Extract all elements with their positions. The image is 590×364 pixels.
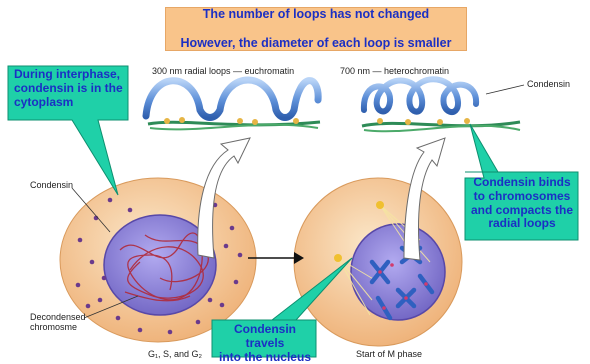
banner-line-2: However, the diameter of each loop is sm… (181, 36, 452, 50)
leader-condensin-right (486, 85, 524, 94)
label-condensin-right: Condensin (527, 79, 570, 89)
banner-line-1: The number of loops has not changed (181, 7, 452, 21)
scaffold-green-left-2 (150, 125, 318, 130)
label-condensin-left: Condensin (30, 180, 73, 190)
callout-travels: Condensin travels into the nucleus (214, 323, 316, 364)
summary-banner: The number of loops has not changed Howe… (165, 7, 467, 51)
callout-binds: Condensin binds to chromosomes and compa… (467, 176, 577, 231)
callout-interphase: During interphase, condensin is in the c… (14, 68, 126, 109)
label-phase-right: Start of M phase (356, 349, 422, 359)
radial-loops-300nm (146, 80, 318, 118)
label-heterochromatin: 700 nm — heterochromatin (340, 66, 449, 76)
compacted-loops-700nm (364, 79, 476, 112)
label-decondensed: Decondensed chromosme (30, 312, 86, 333)
label-phase-left: G₁, S, and G₂ (148, 349, 202, 359)
label-euchromatin: 300 nm radial loops — euchromatin (152, 66, 294, 76)
